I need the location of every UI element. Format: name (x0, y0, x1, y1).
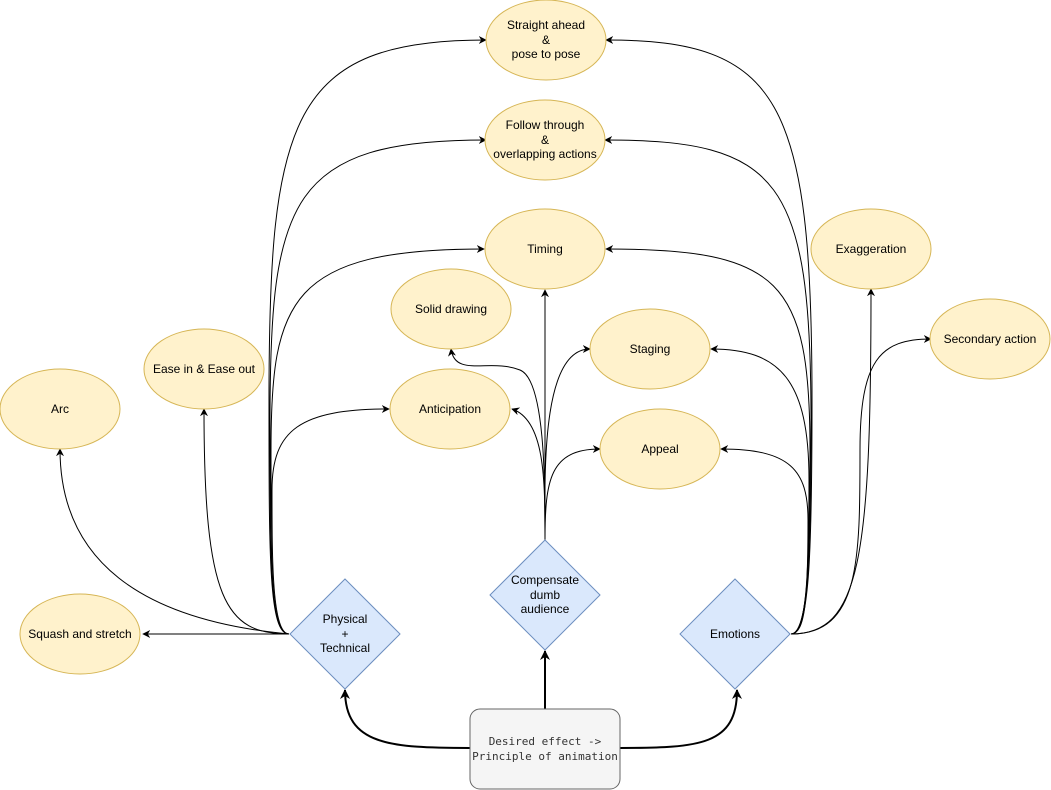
node-root-shape (469, 708, 621, 790)
label-follow-through: Follow through & overlapping actions (493, 118, 597, 162)
label-compensate: Compensate dumb audience (510, 573, 580, 617)
label-staging: Staging (629, 341, 671, 356)
node-anticipation-shape (389, 368, 511, 450)
label-solid-drawing: Solid drawing (414, 301, 488, 316)
node-straight-ahead-shape (485, 0, 607, 81)
node-follow-through-shape (484, 99, 606, 181)
edge-physical-ease (200, 408, 290, 635)
edge-compensate-staging (544, 345, 591, 541)
label-physical: Physical + Technical (319, 612, 371, 656)
label-straight-ahead: Straight ahead & pose to pose (506, 18, 586, 62)
edge-emotions-straight (605, 36, 813, 635)
edge-physical-follow (269, 136, 487, 635)
label-exaggeration: Exaggeration (835, 241, 907, 256)
node-emotions-shape (679, 578, 791, 690)
node-solid-drawing-shape (390, 268, 512, 350)
label-timing: Timing (527, 241, 563, 256)
label-squash: Squash and stretch (28, 626, 132, 641)
edge-compensate-appeal (544, 445, 601, 541)
label-secondary-action: Secondary action (943, 331, 1037, 346)
node-exaggeration-shape (810, 208, 932, 290)
label-appeal: Appeal (641, 441, 679, 456)
edge-physical-straight (268, 36, 487, 635)
edge-compensate-anticipation (511, 407, 546, 541)
edges (56, 36, 932, 749)
node-squash-shape (19, 593, 141, 675)
edge-emotions-exaggeration (790, 288, 875, 635)
node-secondary-action-shape (929, 298, 1051, 380)
edge-physical-anticipation (271, 405, 390, 635)
label-arc: Arc (51, 401, 69, 416)
node-staging-shape (589, 308, 711, 390)
node-compensate-shape (489, 539, 601, 651)
edge-root-physical (340, 689, 471, 749)
node-timing-shape (484, 208, 606, 290)
node-arc-shape (0, 368, 121, 450)
label-root: Desired effect -> Principle of animation (472, 735, 618, 763)
node-appeal-shape (599, 408, 721, 490)
node-physical-shape (289, 578, 401, 690)
label-emotions: Emotions (709, 626, 761, 641)
node-ease-shape (143, 328, 265, 410)
edge-physical-arc (56, 448, 290, 635)
edge-emotions-follow (604, 136, 812, 635)
edge-root-emotions (619, 689, 742, 749)
edge-compensate-solid (448, 348, 546, 541)
label-ease: Ease in & Ease out (152, 361, 256, 376)
label-anticipation: Anticipation (418, 401, 482, 416)
